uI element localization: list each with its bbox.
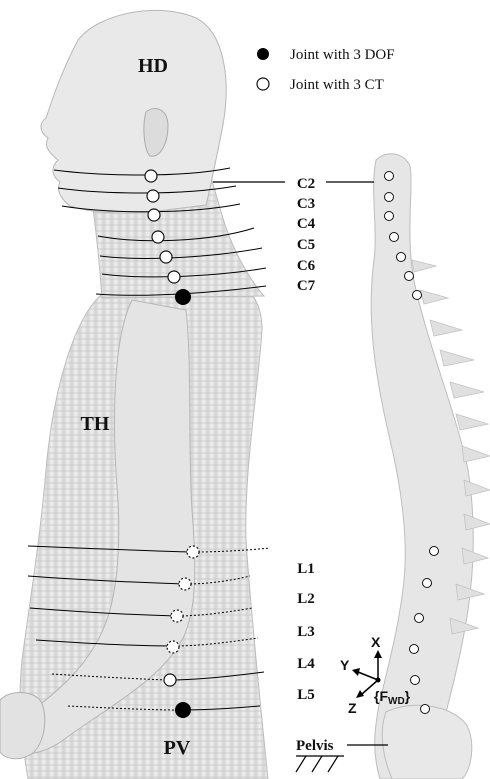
process-5 (450, 382, 484, 398)
spine-joint-l2 (423, 579, 432, 588)
process-10 (462, 548, 488, 564)
body-silhouette (0, 10, 268, 779)
spine-joint-c2 (385, 172, 394, 181)
ground-hatch-3 (328, 756, 338, 772)
process-6 (456, 414, 488, 430)
joint-t1-dof (175, 289, 191, 305)
joint-l3 (171, 610, 183, 622)
spine-joint-c6 (397, 253, 406, 262)
head-shape (41, 10, 226, 213)
joint-l1 (187, 546, 199, 558)
spine-joint-s1 (421, 705, 430, 714)
process-4 (440, 350, 474, 366)
level-label-l3: L3 (297, 624, 315, 640)
frame-name-sub: WD (388, 696, 405, 707)
joint-l2 (179, 578, 191, 590)
pelvis-bone-shape (382, 705, 472, 779)
joint-c5 (152, 231, 164, 243)
frame-z-label: Z (348, 700, 357, 716)
frame-y-arrow-shaft (358, 672, 378, 680)
spine-joint-l4 (410, 645, 419, 654)
spine-joint-l1 (430, 547, 439, 556)
pelvis-label: Pelvis (296, 738, 334, 754)
frame-x-label: X (371, 634, 381, 650)
spine-joint-l5 (411, 676, 420, 685)
spine-joint-c5 (390, 233, 399, 242)
spine-joint-l3 (415, 614, 424, 623)
joint-c4 (148, 209, 160, 221)
region-label-head: HD (138, 55, 168, 77)
spine-joint-t1 (413, 291, 422, 300)
process-1 (412, 260, 436, 272)
level-label-c3: C3 (297, 196, 315, 212)
frame-origin (376, 678, 381, 683)
joint-c3 (147, 190, 159, 202)
frame-x-arrowhead (374, 650, 382, 658)
ground-hatch-2 (312, 756, 322, 772)
level-label-c4: C4 (297, 216, 316, 232)
spine-model (371, 154, 490, 779)
joint-l4 (167, 641, 179, 653)
process-7 (462, 446, 490, 462)
ground-hatch (296, 756, 338, 772)
process-8 (464, 480, 490, 496)
legend-dof-label: Joint with 3 DOF (290, 47, 395, 63)
level-label-l4: L4 (297, 656, 315, 672)
process-3 (430, 320, 462, 336)
spine-joint-c3 (385, 193, 394, 202)
joint-c7 (168, 271, 180, 283)
frame-name-prefix: {F (374, 688, 388, 704)
legend-ct-marker (257, 78, 269, 90)
level-label-l5: L5 (297, 687, 315, 703)
joint-s1-dof (175, 702, 191, 718)
region-label-thorax: TH (81, 413, 110, 435)
level-label-c2: C2 (297, 176, 315, 192)
spine-joint-c4 (385, 212, 394, 221)
level-label-l1: L1 (297, 561, 315, 577)
process-2 (420, 290, 448, 304)
frame-y-arrowhead (352, 668, 360, 676)
level-label-c6: C6 (297, 258, 316, 274)
frame-name-suffix: } (405, 688, 411, 704)
joint-l5 (164, 674, 176, 686)
lumbar-labels: L1 L2 L3 L4 L5 (297, 561, 315, 703)
process-9 (464, 514, 490, 530)
level-label-c7: C7 (297, 278, 316, 294)
legend-ct-label: Joint with 3 CT (290, 77, 384, 93)
level-label-c5: C5 (297, 237, 315, 253)
legend-dof-marker (257, 48, 269, 60)
level-label-l2: L2 (297, 591, 315, 607)
ground-hatch-1 (296, 756, 306, 772)
joint-c6 (160, 251, 172, 263)
spine-joint-c7 (405, 272, 414, 281)
spine-column-shape (371, 154, 473, 779)
joint-c2 (145, 170, 157, 182)
region-label-pelvis-segment: PV (164, 737, 191, 759)
legend: Joint with 3 DOF Joint with 3 CT (257, 47, 395, 93)
frame-y-label: Y (340, 657, 350, 673)
